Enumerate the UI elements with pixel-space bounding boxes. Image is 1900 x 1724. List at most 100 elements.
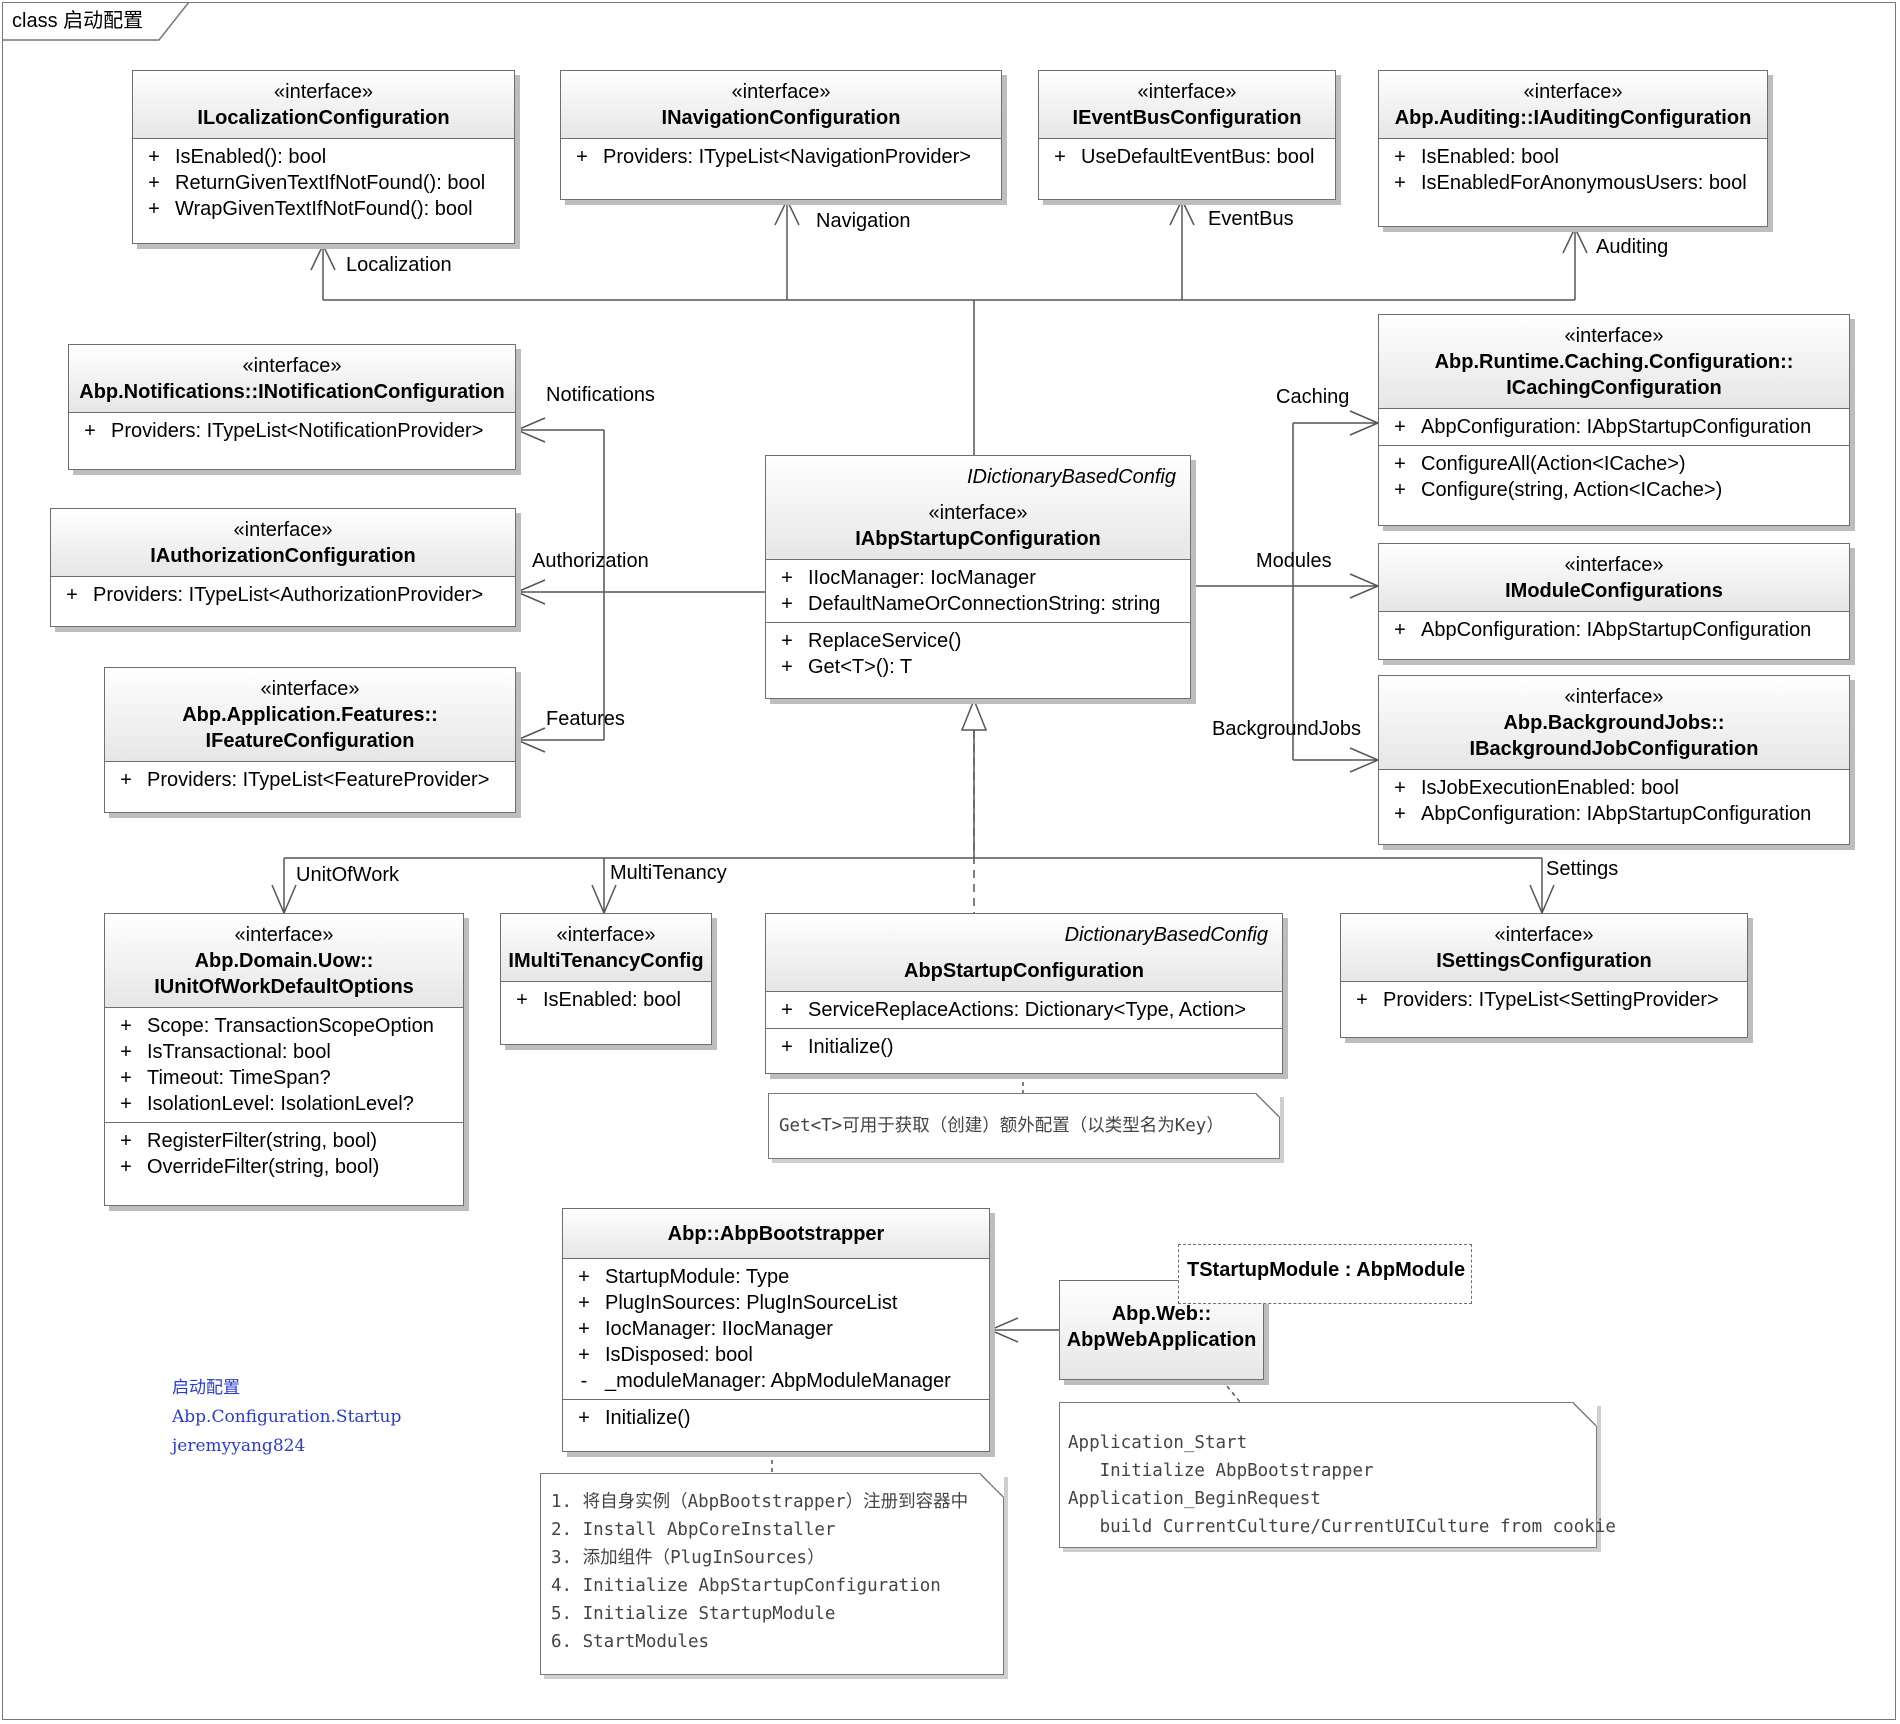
- class-namespace: Abp.Runtime.Caching.Configuration::: [1434, 351, 1794, 373]
- label-unitofwork: UnitOfWork: [296, 864, 399, 886]
- note-get-config: Get<T>可用于获取（创建）额外配置（以类型名为Key）: [768, 1093, 1280, 1159]
- class-auditing-configuration[interactable]: «interface»Abp.Auditing::IAuditingConfig…: [1378, 70, 1768, 227]
- member-row: +IsEnabled: bool: [516, 989, 681, 1011]
- class-namespace: Abp.Domain.Uow::: [194, 950, 374, 972]
- label-notifications: Notifications: [546, 384, 655, 406]
- attribute-row: +IIocManager: IocManager: [781, 567, 1036, 589]
- class-name: IEventBusConfiguration: [1072, 107, 1302, 129]
- class-name: IAuthorizationConfiguration: [150, 545, 416, 567]
- arrow-web-boot: [988, 1317, 1019, 1343]
- class-abp-bootstrapper[interactable]: Abp::AbpBootstrapper +StartupModule: Typ…: [562, 1208, 990, 1452]
- class-name: IModuleConfigurations: [1505, 580, 1723, 602]
- class-name: Abp::AbpBootstrapper: [667, 1223, 885, 1245]
- class-module-configurations[interactable]: «interface» IModuleConfigurations +AbpCon…: [1378, 543, 1850, 660]
- arrow-authorization: [515, 579, 546, 605]
- class-localization-configuration[interactable]: «interface»ILocalizationConfiguration +I…: [132, 70, 515, 244]
- attribute-row: +IocManager: IIocManager: [578, 1318, 833, 1340]
- label-localization: Localization: [346, 254, 452, 276]
- member-row: +ReturnGivenTextIfNotFound(): bool: [148, 172, 486, 194]
- class-navigation-configuration[interactable]: «interface»INavigationConfiguration +Pro…: [560, 70, 1002, 200]
- legend-author: jeremyyang824: [172, 1436, 306, 1456]
- operation-row: +ReplaceService(): [781, 630, 962, 652]
- stereotype: «interface»: [1494, 924, 1594, 946]
- label-backgroundjobs: BackgroundJobs: [1212, 718, 1361, 740]
- arrow-notifications: [515, 417, 546, 443]
- member-row: +AbpConfiguration: IAbpStartupConfigurat…: [1394, 803, 1812, 825]
- member-row: +IsEnabledForAnonymousUsers: bool: [1394, 172, 1747, 194]
- class-multi-tenancy-config[interactable]: «interface»IMultiTenancyConfig +IsEnable…: [500, 913, 712, 1045]
- stereotype: «interface»: [260, 678, 360, 700]
- stereotype: «interface»: [274, 81, 373, 103]
- arrow-navigation: [774, 198, 800, 226]
- label-settings: Settings: [1546, 858, 1619, 880]
- arrow-localization: [310, 243, 336, 271]
- member-row: +Providers: ITypeList<NavigationProvider…: [576, 146, 971, 168]
- member-row: +Providers: ITypeList<SettingProvider>: [1356, 989, 1719, 1011]
- class-settings-configuration[interactable]: «interface»ISettingsConfiguration +Provi…: [1340, 913, 1748, 1038]
- class-name: Abp.Notifications::INotificationConfigur…: [79, 381, 505, 403]
- class-name: AbpWebApplication: [1066, 1329, 1257, 1351]
- note-web-application: Application_Start Initialize AbpBootstra…: [1059, 1402, 1616, 1548]
- member-row: +Providers: ITypeList<AuthorizationProvi…: [66, 584, 484, 606]
- template-parameter: TStartupModule : AbpModule: [1178, 1244, 1472, 1304]
- class-name: Abp.Auditing::IAuditingConfiguration: [1394, 107, 1752, 129]
- label-auditing: Auditing: [1596, 236, 1669, 258]
- operation-row: +RegisterFilter(string, bool): [120, 1130, 378, 1152]
- arrow-eventbus: [1169, 198, 1195, 226]
- arrow-auditing: [1562, 226, 1588, 254]
- stereotype: «interface»: [1137, 81, 1237, 103]
- class-notification-configuration[interactable]: «interface»Abp.Notifications::INotificat…: [68, 344, 516, 470]
- attribute-row: +IsTransactional: bool: [120, 1041, 331, 1063]
- class-name: IUnitOfWorkDefaultOptions: [154, 976, 414, 998]
- class-namespace: Abp.BackgroundJobs::: [1503, 712, 1725, 734]
- template-binding: IDictionaryBasedConfig: [967, 466, 1176, 488]
- class-background-job-configuration[interactable]: «interface»Abp.BackgroundJobs::IBackgrou…: [1378, 675, 1850, 845]
- member-row: +IsJobExecutionEnabled: bool: [1394, 777, 1679, 799]
- label-modules: Modules: [1256, 550, 1332, 572]
- label-features: Features: [546, 708, 625, 730]
- stereotype: «interface»: [731, 81, 831, 103]
- class-caching-configuration[interactable]: «interface» Abp.Runtime.Caching.Configura…: [1378, 314, 1850, 526]
- attribute-row: +PlugInSources: PlugInSourceList: [578, 1292, 898, 1314]
- operation-row: +Initialize(): [578, 1407, 691, 1429]
- stereotype: «interface»: [1523, 81, 1623, 103]
- attribute-row: +AbpConfiguration: IAbpStartupConfigurat…: [1394, 416, 1812, 438]
- class-name: IAbpStartupConfiguration: [855, 528, 1101, 550]
- class-namespace: Abp.Application.Features::: [182, 704, 438, 726]
- class-name: AbpStartupConfiguration: [904, 960, 1144, 982]
- legend: 启动配置 Abp.Configuration.Startup jeremyyan…: [172, 1374, 401, 1461]
- stereotype: «interface»: [242, 355, 342, 377]
- member-row: +WrapGivenTextIfNotFound(): bool: [148, 198, 473, 220]
- member-row: +IsEnabled: bool: [1394, 146, 1559, 168]
- class-feature-configuration[interactable]: «interface»Abp.Application.Features::IFe…: [104, 667, 516, 813]
- member-row: +AbpConfiguration: IAbpStartupConfigurat…: [1394, 619, 1812, 641]
- class-namespace: Abp.Web::: [1111, 1303, 1212, 1325]
- stereotype: «interface»: [1564, 554, 1664, 576]
- frame-title: class 启动配置: [12, 10, 144, 32]
- arrow-features: [515, 727, 546, 753]
- label-authorization: Authorization: [532, 550, 649, 572]
- class-name: IBackgroundJobConfiguration: [1469, 738, 1759, 760]
- attribute-row: +StartupModule: Type: [578, 1266, 790, 1288]
- class-abp-startup-configuration-interface[interactable]: IDictionaryBasedConfig«interface»IAbpSta…: [765, 455, 1191, 699]
- attribute-row: +Timeout: TimeSpan?: [120, 1067, 331, 1089]
- class-eventbus-configuration[interactable]: «interface»IEventBusConfiguration +UseDe…: [1038, 70, 1336, 200]
- stereotype: «interface»: [1564, 325, 1664, 347]
- class-authorization-configuration[interactable]: «interface» IAuthorizationConfiguration +…: [50, 508, 516, 627]
- operation-row: +Get<T>(): T: [781, 656, 913, 678]
- class-name: IFeatureConfiguration: [205, 730, 415, 752]
- frame-tab-shape: [2, 2, 190, 41]
- attribute-row: +Scope: TransactionScopeOption: [120, 1015, 434, 1037]
- stereotype: «interface»: [233, 519, 333, 541]
- legend-namespace: Abp.Configuration.Startup: [172, 1407, 402, 1427]
- class-unit-of-work-default-options[interactable]: «interface»Abp.Domain.Uow::IUnitOfWorkDe…: [104, 913, 464, 1206]
- attribute-row-private: -_moduleManager: AbpModuleManager: [580, 1370, 951, 1392]
- template-binding: DictionaryBasedConfig: [1064, 924, 1268, 946]
- label-multitenancy: MultiTenancy: [610, 862, 727, 884]
- legend-title: 启动配置: [172, 1378, 240, 1398]
- attribute-row: +DefaultNameOrConnectionString: string: [781, 593, 1161, 615]
- stereotype: «interface»: [234, 924, 334, 946]
